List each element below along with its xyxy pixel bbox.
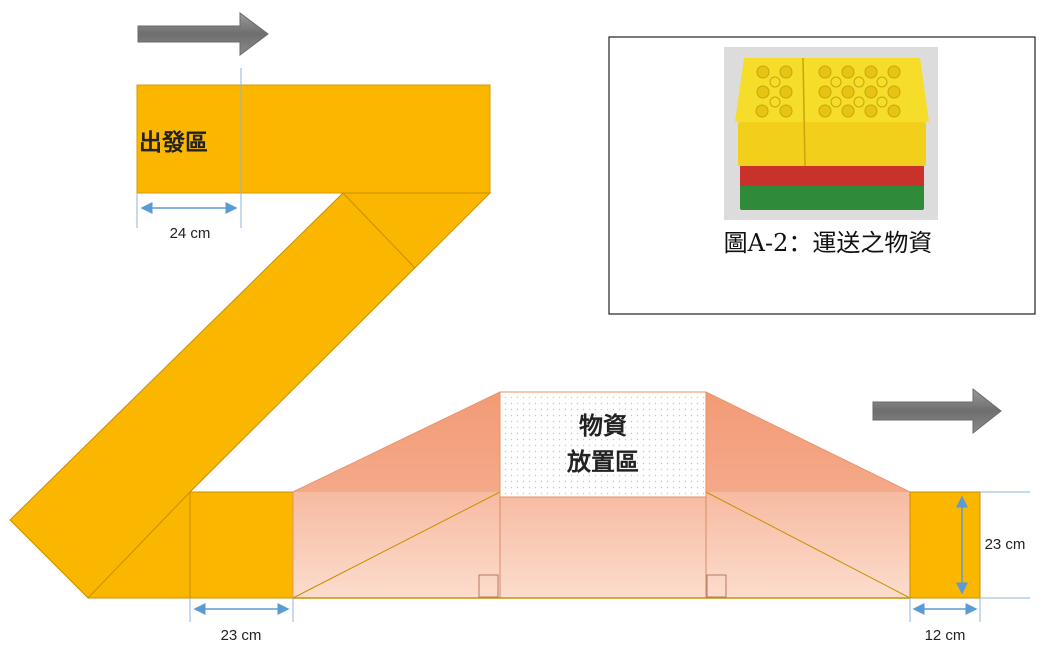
end-direction-arrow-icon: [872, 387, 1002, 435]
end-width-label: 12 cm: [925, 627, 966, 644]
bottom-left-width-label: 23 cm: [221, 627, 262, 644]
dimension-guides: [136, 68, 1030, 622]
right-angle-marker: [706, 574, 727, 598]
start-zone-label: 出發區: [139, 130, 208, 156]
bottom-left-track: [189, 491, 294, 599]
start-direction-arrow-icon: [137, 12, 269, 56]
figure-caption: 圖A-2：運送之物資: [724, 229, 933, 257]
end-track: [909, 491, 981, 599]
lego-bricks-photo: [724, 47, 938, 220]
cargo-zone-label-line2: 放置區: [566, 448, 639, 476]
start-zone: [136, 84, 491, 194]
end-height-label: 23 cm: [985, 536, 1026, 553]
cargo-figure: 圖A-2：運送之物資: [608, 36, 1036, 315]
right-angle-marker: [478, 574, 499, 598]
cargo-zone-label-line1: 物資: [579, 412, 627, 440]
start-width-label: 24 cm: [170, 225, 211, 242]
